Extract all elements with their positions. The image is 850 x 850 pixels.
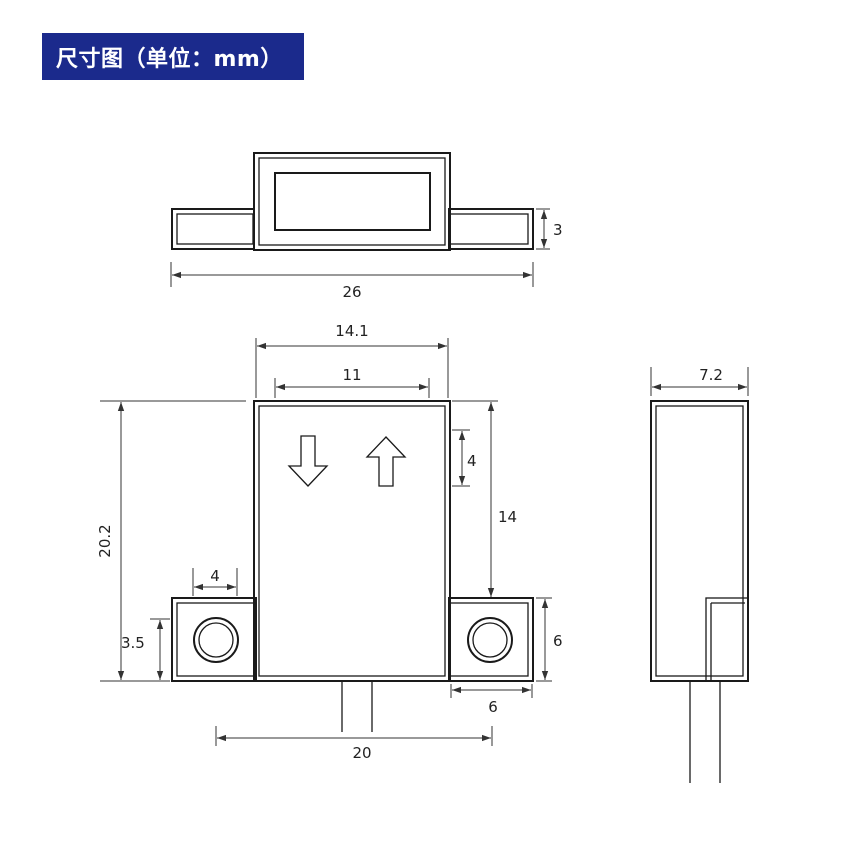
dim-hole-offset: 3.5 bbox=[121, 634, 145, 652]
dim-inner-width: 11 bbox=[342, 366, 361, 384]
arrow-up-outline-icon bbox=[365, 436, 407, 487]
dim-total-height: 20.2 bbox=[96, 524, 114, 557]
dim-tab-width: 4 bbox=[210, 567, 220, 585]
left-mounting-hole bbox=[193, 617, 239, 663]
top-view-right-flange bbox=[448, 208, 534, 250]
side-tab bbox=[705, 597, 749, 682]
dim-top-height: 3 bbox=[553, 221, 563, 239]
front-right-tab bbox=[448, 597, 534, 682]
dim-arrow-height: 4 bbox=[467, 452, 477, 470]
dim-tab-length: 6 bbox=[488, 698, 498, 716]
dim-side-width: 7.2 bbox=[699, 366, 723, 384]
top-view-body bbox=[253, 152, 451, 251]
dim-tab-height: 6 bbox=[553, 632, 563, 650]
top-view bbox=[171, 152, 534, 251]
dim-top-width: 26 bbox=[342, 283, 361, 301]
front-left-tab bbox=[171, 597, 257, 682]
front-body bbox=[253, 400, 451, 682]
side-view bbox=[650, 400, 749, 783]
dim-upper-height: 14 bbox=[498, 508, 517, 526]
side-body bbox=[650, 400, 749, 682]
top-view-window bbox=[274, 172, 431, 231]
right-mounting-hole bbox=[467, 617, 513, 663]
page-title: 尺寸图（单位：mm） bbox=[42, 33, 304, 80]
front-view bbox=[171, 400, 534, 732]
dim-hole-spacing: 20 bbox=[352, 744, 371, 762]
dim-body-width: 14.1 bbox=[335, 322, 368, 340]
top-view-left-flange bbox=[171, 208, 255, 250]
arrow-down-outline-icon bbox=[287, 435, 329, 487]
